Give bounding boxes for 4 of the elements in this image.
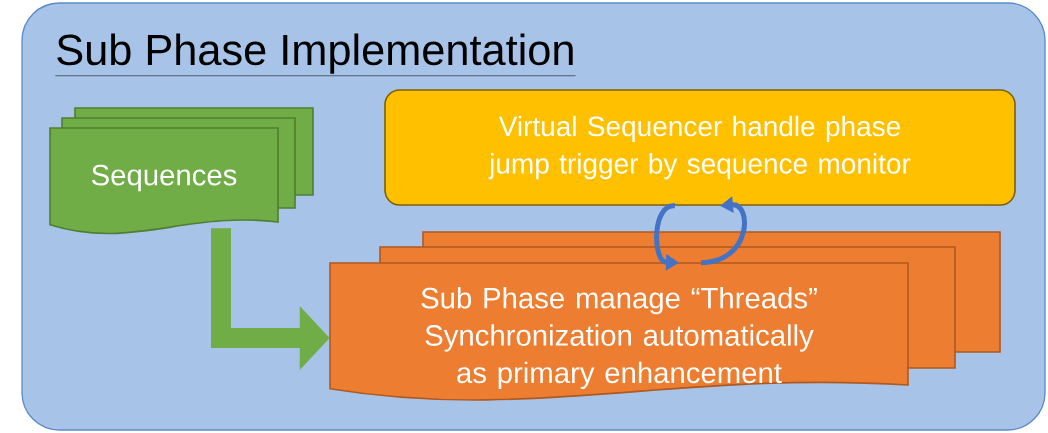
process-box: Virtual Sequencer handle phase jump trigger by sequence monitor: [384, 89, 1016, 206]
title: Sub Phase Implementation: [55, 33, 576, 76]
document-stack: Sub Phase manage “Threads” Synchronization automatically as primary enhancement: [329, 231, 1001, 401]
document-stack: Sequences: [49, 107, 314, 235]
